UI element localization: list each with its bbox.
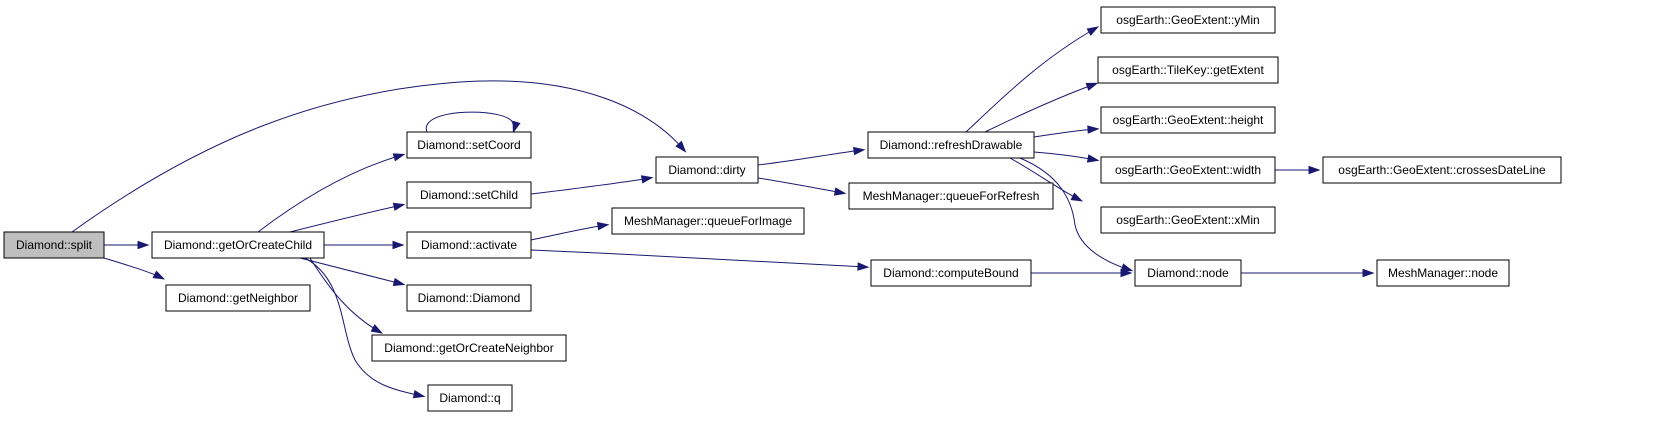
edge-refreshDrawable-to-xMin bbox=[1009, 157, 1084, 202]
edge-setChild-to-dirty bbox=[530, 175, 654, 195]
node-box bbox=[1100, 156, 1276, 184]
node-split[interactable]: Diamond::split bbox=[3, 231, 105, 259]
node-queueForImage[interactable]: MeshManager::queueForImage bbox=[611, 207, 805, 235]
node-box bbox=[1097, 56, 1279, 84]
edge-computeBound-to-node bbox=[1031, 268, 1133, 278]
node-label: Diamond::dirty bbox=[668, 163, 745, 177]
node-node[interactable]: Diamond::node bbox=[1134, 259, 1242, 287]
edge-refreshDrawable-to-yMin bbox=[965, 26, 1100, 133]
node-box bbox=[406, 181, 532, 209]
node-box bbox=[406, 131, 532, 159]
node-queueForRefresh[interactable]: MeshManager::queueForRefresh bbox=[848, 182, 1054, 210]
node-setCoord[interactable]: Diamond::setCoord bbox=[406, 131, 532, 159]
node-box bbox=[151, 231, 325, 259]
node-box bbox=[867, 131, 1035, 159]
node-label: osgEarth::GeoExtent::width bbox=[1115, 163, 1261, 177]
node-label: Diamond::refreshDrawable bbox=[880, 138, 1023, 152]
edges-layer bbox=[71, 26, 1375, 399]
node-setChild[interactable]: Diamond::setChild bbox=[406, 181, 532, 209]
node-box bbox=[1100, 6, 1276, 34]
node-q[interactable]: Diamond::q bbox=[427, 384, 513, 412]
edge-refreshDrawable-to-width bbox=[1033, 151, 1100, 163]
node-label: Diamond::q bbox=[439, 391, 500, 405]
node-label: MeshManager::queueForImage bbox=[624, 214, 792, 228]
node-box bbox=[427, 384, 513, 412]
node-label: Diamond::getNeighbor bbox=[178, 291, 298, 305]
node-label: Diamond::node bbox=[1147, 266, 1229, 280]
node-activate[interactable]: Diamond::activate bbox=[406, 231, 532, 259]
edge-getOrCreateChild-to-setChild bbox=[289, 202, 406, 233]
node-box bbox=[165, 284, 311, 312]
node-label: Diamond::activate bbox=[421, 238, 517, 252]
node-box bbox=[848, 182, 1054, 210]
node-box bbox=[1322, 156, 1562, 184]
node-Diamond[interactable]: Diamond::Diamond bbox=[406, 284, 532, 312]
edge-getOrCreateChild-to-activate bbox=[324, 240, 405, 250]
edge-width-to-crossesDateLine bbox=[1275, 165, 1321, 175]
edge-refreshDrawable-to-height bbox=[1033, 125, 1100, 138]
node-getExtent[interactable]: osgEarth::TileKey::getExtent bbox=[1097, 56, 1279, 84]
node-xMin[interactable]: osgEarth::GeoExtent::xMin bbox=[1100, 206, 1276, 234]
node-label: Diamond::setChild bbox=[420, 188, 518, 202]
node-label: Diamond::split bbox=[16, 238, 93, 252]
node-label: osgEarth::GeoExtent::yMin bbox=[1116, 13, 1259, 27]
node-refreshDrawable[interactable]: Diamond::refreshDrawable bbox=[867, 131, 1035, 159]
node-box bbox=[611, 207, 805, 235]
node-crossesDateLine[interactable]: osgEarth::GeoExtent::crossesDateLine bbox=[1322, 156, 1562, 184]
edge-getOrCreateChild-to-setCoord bbox=[257, 153, 406, 233]
edge-activate-to-computeBound bbox=[530, 249, 870, 271]
edge-getOrCreateChild-to-getOrCreateNeighbor bbox=[309, 257, 384, 334]
edge-split-to-dirty bbox=[71, 80, 687, 233]
node-height[interactable]: osgEarth::GeoExtent::height bbox=[1100, 106, 1276, 134]
edge-setCoord-to-setCoord bbox=[426, 111, 521, 134]
node-dirty[interactable]: Diamond::dirty bbox=[655, 156, 759, 184]
node-label: osgEarth::GeoExtent::height bbox=[1113, 113, 1264, 127]
node-label: osgEarth::GeoExtent::xMin bbox=[1116, 213, 1259, 227]
node-box bbox=[371, 334, 567, 362]
node-box bbox=[1100, 106, 1276, 134]
node-label: Diamond::getOrCreateNeighbor bbox=[384, 341, 553, 355]
node-box bbox=[870, 259, 1032, 287]
node-computeBound[interactable]: Diamond::computeBound bbox=[870, 259, 1032, 287]
node-box bbox=[1134, 259, 1242, 287]
node-mmNode[interactable]: MeshManager::node bbox=[1376, 259, 1510, 287]
edge-split-to-getNeighbor bbox=[103, 257, 166, 280]
node-getOrCreateChild[interactable]: Diamond::getOrCreateChild bbox=[151, 231, 325, 259]
node-box bbox=[1100, 206, 1276, 234]
node-yMin[interactable]: osgEarth::GeoExtent::yMin bbox=[1100, 6, 1276, 34]
node-label: Diamond::computeBound bbox=[883, 266, 1018, 280]
node-box bbox=[3, 231, 105, 259]
edge-getOrCreateChild-to-Diamond bbox=[299, 257, 406, 287]
node-getNeighbor[interactable]: Diamond::getNeighbor bbox=[165, 284, 311, 312]
edge-getOrCreateChild-to-q bbox=[304, 257, 426, 399]
edge-dirty-to-queueForRefresh bbox=[757, 177, 847, 196]
node-box bbox=[406, 284, 532, 312]
node-label: osgEarth::TileKey::getExtent bbox=[1112, 63, 1264, 77]
node-label: Diamond::Diamond bbox=[418, 291, 521, 305]
node-box bbox=[655, 156, 759, 184]
node-label: MeshManager::node bbox=[1388, 266, 1498, 280]
edge-refreshDrawable-to-getExtent bbox=[984, 82, 1099, 133]
edge-refreshDrawable-to-node bbox=[1019, 157, 1134, 272]
node-getOrCreateNeighbor[interactable]: Diamond::getOrCreateNeighbor bbox=[371, 334, 567, 362]
node-width[interactable]: osgEarth::GeoExtent::width bbox=[1100, 156, 1276, 184]
edge-split-to-getOrCreateChild bbox=[104, 240, 150, 250]
node-label: Diamond::getOrCreateChild bbox=[164, 238, 312, 252]
node-label: osgEarth::GeoExtent::crossesDateLine bbox=[1338, 163, 1546, 177]
edge-node-to-mmNode bbox=[1241, 268, 1375, 278]
node-box bbox=[1376, 259, 1510, 287]
edge-activate-to-queueForImage bbox=[530, 222, 610, 241]
edge-dirty-to-refreshDrawable bbox=[757, 146, 866, 166]
node-label: Diamond::setCoord bbox=[417, 138, 520, 152]
node-box bbox=[406, 231, 532, 259]
node-label: MeshManager::queueForRefresh bbox=[863, 189, 1040, 203]
